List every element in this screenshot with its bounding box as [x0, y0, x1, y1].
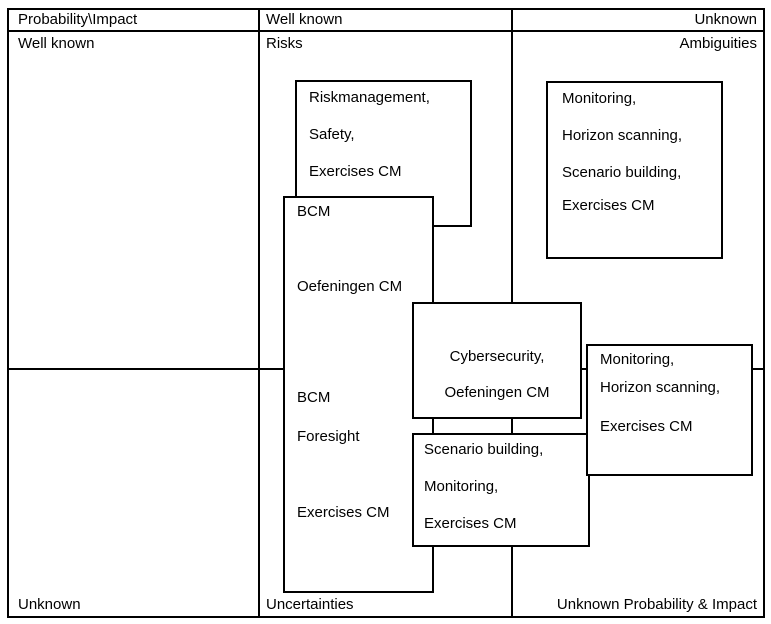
box-text-line: Horizon scanning,: [562, 127, 683, 144]
box-text-line: Monitoring,: [600, 351, 675, 368]
box-text-line: BCM: [297, 389, 331, 406]
box-text-line: Monitoring,: [424, 478, 499, 495]
box-text-line: Scenario building,: [424, 441, 544, 458]
box-text-line: Oefeningen CM: [297, 278, 403, 295]
box-text-line: Horizon scanning,: [600, 379, 721, 396]
header-well-known-label: Well known: [266, 11, 343, 28]
scenario-building-box: Scenario building, Monitoring, Exercises…: [412, 433, 590, 547]
row-well-known-label: Well known: [18, 35, 95, 52]
box-text-line: Oefeningen CM: [444, 384, 550, 401]
header-row-divider: [7, 30, 765, 32]
cell-uncertainties-label: Uncertainties: [266, 596, 354, 613]
box-text-line: Exercises CM: [297, 504, 390, 521]
monitoring-ambiguities-box: Monitoring, Horizon scanning, Scenario b…: [546, 81, 723, 259]
box-text-line: Riskmanagement,: [309, 89, 430, 106]
cell-unknown-probability-impact-label: Unknown Probability & Impact: [556, 596, 757, 613]
matrix-outer-border: [7, 8, 765, 618]
cybersecurity-box: Cybersecurity, Oefeningen CM: [412, 302, 582, 419]
cell-risks-label: Risks: [266, 35, 303, 52]
header-unknown-label: Unknown: [694, 11, 757, 28]
box-text-line: BCM: [297, 203, 331, 220]
box-text-line: Exercises CM: [562, 197, 655, 214]
row-unknown-label: Unknown: [18, 596, 81, 613]
header-corner-label: Probability\Impact: [18, 11, 138, 28]
cell-ambiguities-label: Ambiguities: [679, 35, 757, 52]
box-text-line: Monitoring,: [562, 90, 637, 107]
box-text-line: Exercises CM: [309, 163, 402, 180]
box-text-line: Cybersecurity,: [449, 348, 545, 365]
box-text-line: Safety,: [309, 126, 355, 143]
box-text-line: Foresight: [297, 428, 360, 445]
bcm-foresight-box: BCM Oefeningen CM BCM Foresight Exercise…: [283, 196, 434, 593]
monitoring-right-box: Monitoring, Horizon scanning, Exercises …: [586, 344, 753, 476]
box-text-line: Exercises CM: [600, 418, 693, 435]
column-divider-left: [258, 8, 260, 618]
box-text-line: Exercises CM: [424, 515, 517, 532]
box-text-line: Scenario building,: [562, 164, 682, 181]
